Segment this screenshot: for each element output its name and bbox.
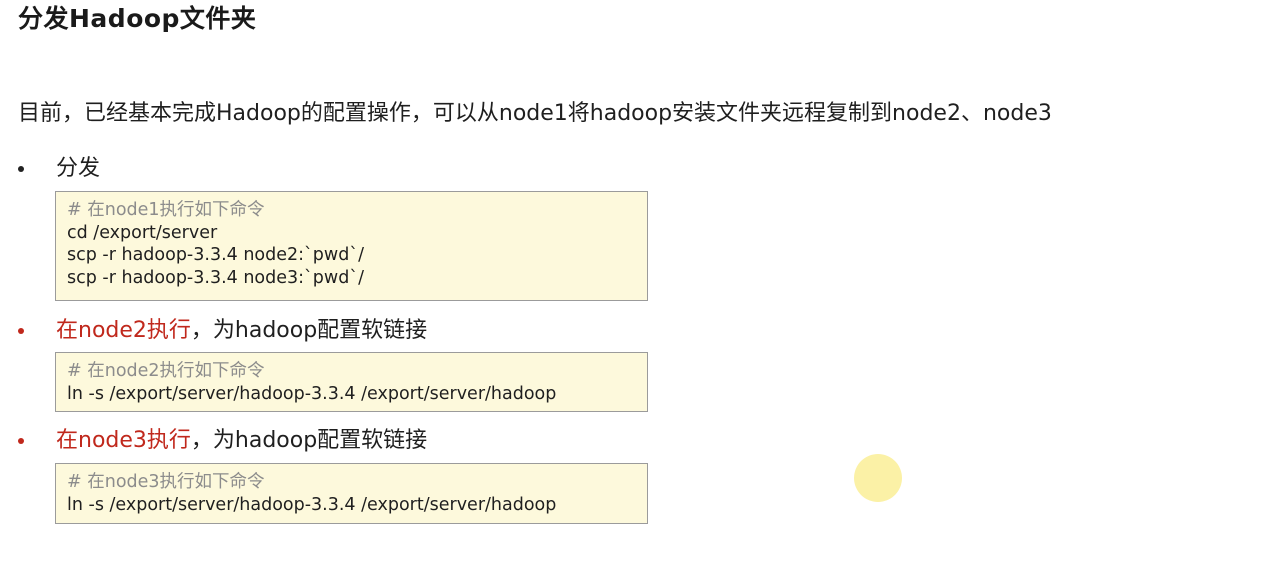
- code-comment: # 在node3执行如下命令: [67, 472, 265, 492]
- bullet-label: ，为hadoop配置软链接: [190, 318, 428, 343]
- bullet-node3: 在node3执行，为hadoop配置软链接: [16, 425, 427, 457]
- bullet-label: 分发: [56, 156, 101, 181]
- bullet-dot: [18, 438, 24, 444]
- code-comment: # 在node1执行如下命令: [67, 200, 265, 220]
- code-line: cd /export/server: [67, 222, 218, 243]
- code-block-node1: # 在node1执行如下命令 cd /export/server scp -r …: [55, 191, 648, 301]
- bullet-highlight: 在node2执行: [56, 318, 191, 343]
- code-line: scp -r hadoop-3.3.4 node2:`pwd`/: [67, 245, 364, 265]
- bullet-dot: [18, 328, 24, 334]
- intro-paragraph: 目前，已经基本完成Hadoop的配置操作，可以从node1将hadoop安装文件…: [18, 101, 1052, 126]
- bullet-node2: 在node2执行，为hadoop配置软链接: [16, 315, 427, 347]
- bullet-dot: [18, 166, 24, 172]
- bullet-distribute: 分发: [16, 153, 100, 185]
- code-block-node2: # 在node2执行如下命令 ln -s /export/server/hado…: [55, 352, 648, 412]
- code-line: ln -s /export/server/hadoop-3.3.4 /expor…: [67, 383, 557, 404]
- code-line: scp -r hadoop-3.3.4 node3:`pwd`/: [67, 267, 364, 288]
- page-title: 分发Hadoop文件夹: [18, 4, 257, 33]
- code-line: ln -s /export/server/hadoop-3.3.4 /expor…: [67, 494, 557, 515]
- code-block-node3: # 在node3执行如下命令 ln -s /export/server/hado…: [55, 463, 648, 524]
- bullet-label: ，为hadoop配置软链接: [190, 428, 428, 453]
- bullet-highlight: 在node3执行: [56, 428, 191, 453]
- mouse-cursor-highlight: [854, 454, 902, 502]
- code-comment: # 在node2执行如下命令: [67, 361, 265, 381]
